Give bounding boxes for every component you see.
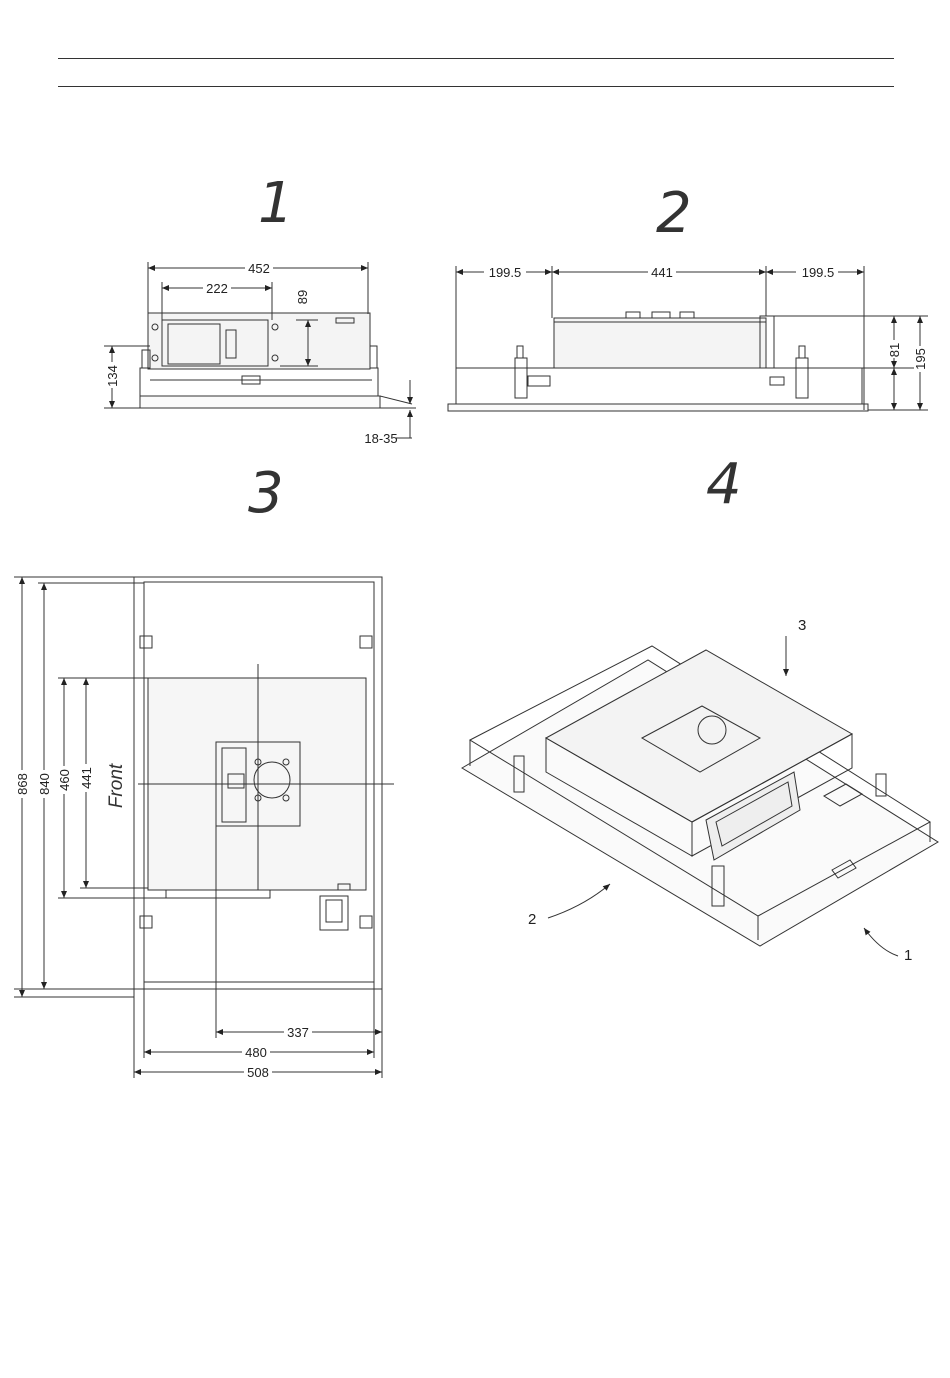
- dim-195: 195: [913, 348, 928, 370]
- callout-1: 1: [904, 947, 912, 964]
- front-label: Front: [106, 763, 127, 808]
- view-number-3: 3: [248, 461, 284, 526]
- dim-199-5-left: 199.5: [489, 265, 522, 280]
- dim-199-5-right: 199.5: [802, 265, 835, 280]
- view-1-side: [104, 262, 416, 438]
- dim-508: 508: [247, 1065, 269, 1080]
- dim-840: 840: [37, 773, 52, 795]
- dim-222: 222: [206, 281, 228, 296]
- view-number-2: 2: [656, 181, 692, 246]
- dim-868: 868: [15, 773, 30, 795]
- dim-441-side: 441: [79, 767, 94, 789]
- dim-452: 452: [248, 261, 270, 276]
- callout-3: 3: [798, 617, 806, 634]
- dim-134: 134: [105, 365, 120, 387]
- dim-480: 480: [245, 1045, 267, 1060]
- dim-460: 460: [57, 769, 72, 791]
- dim-89: 89: [295, 290, 310, 304]
- dim-337: 337: [287, 1025, 309, 1040]
- view-number-4: 4: [706, 452, 742, 517]
- view-number-1: 1: [258, 171, 294, 236]
- dim-81: 81: [887, 343, 902, 357]
- view-3-top: [14, 577, 394, 1078]
- dim-441-top: 441: [651, 265, 673, 280]
- callout-2: 2: [528, 911, 536, 928]
- view-4-isometric: [462, 636, 938, 956]
- dim-18-35: 18-35: [364, 431, 397, 446]
- view-2-front: [448, 266, 928, 411]
